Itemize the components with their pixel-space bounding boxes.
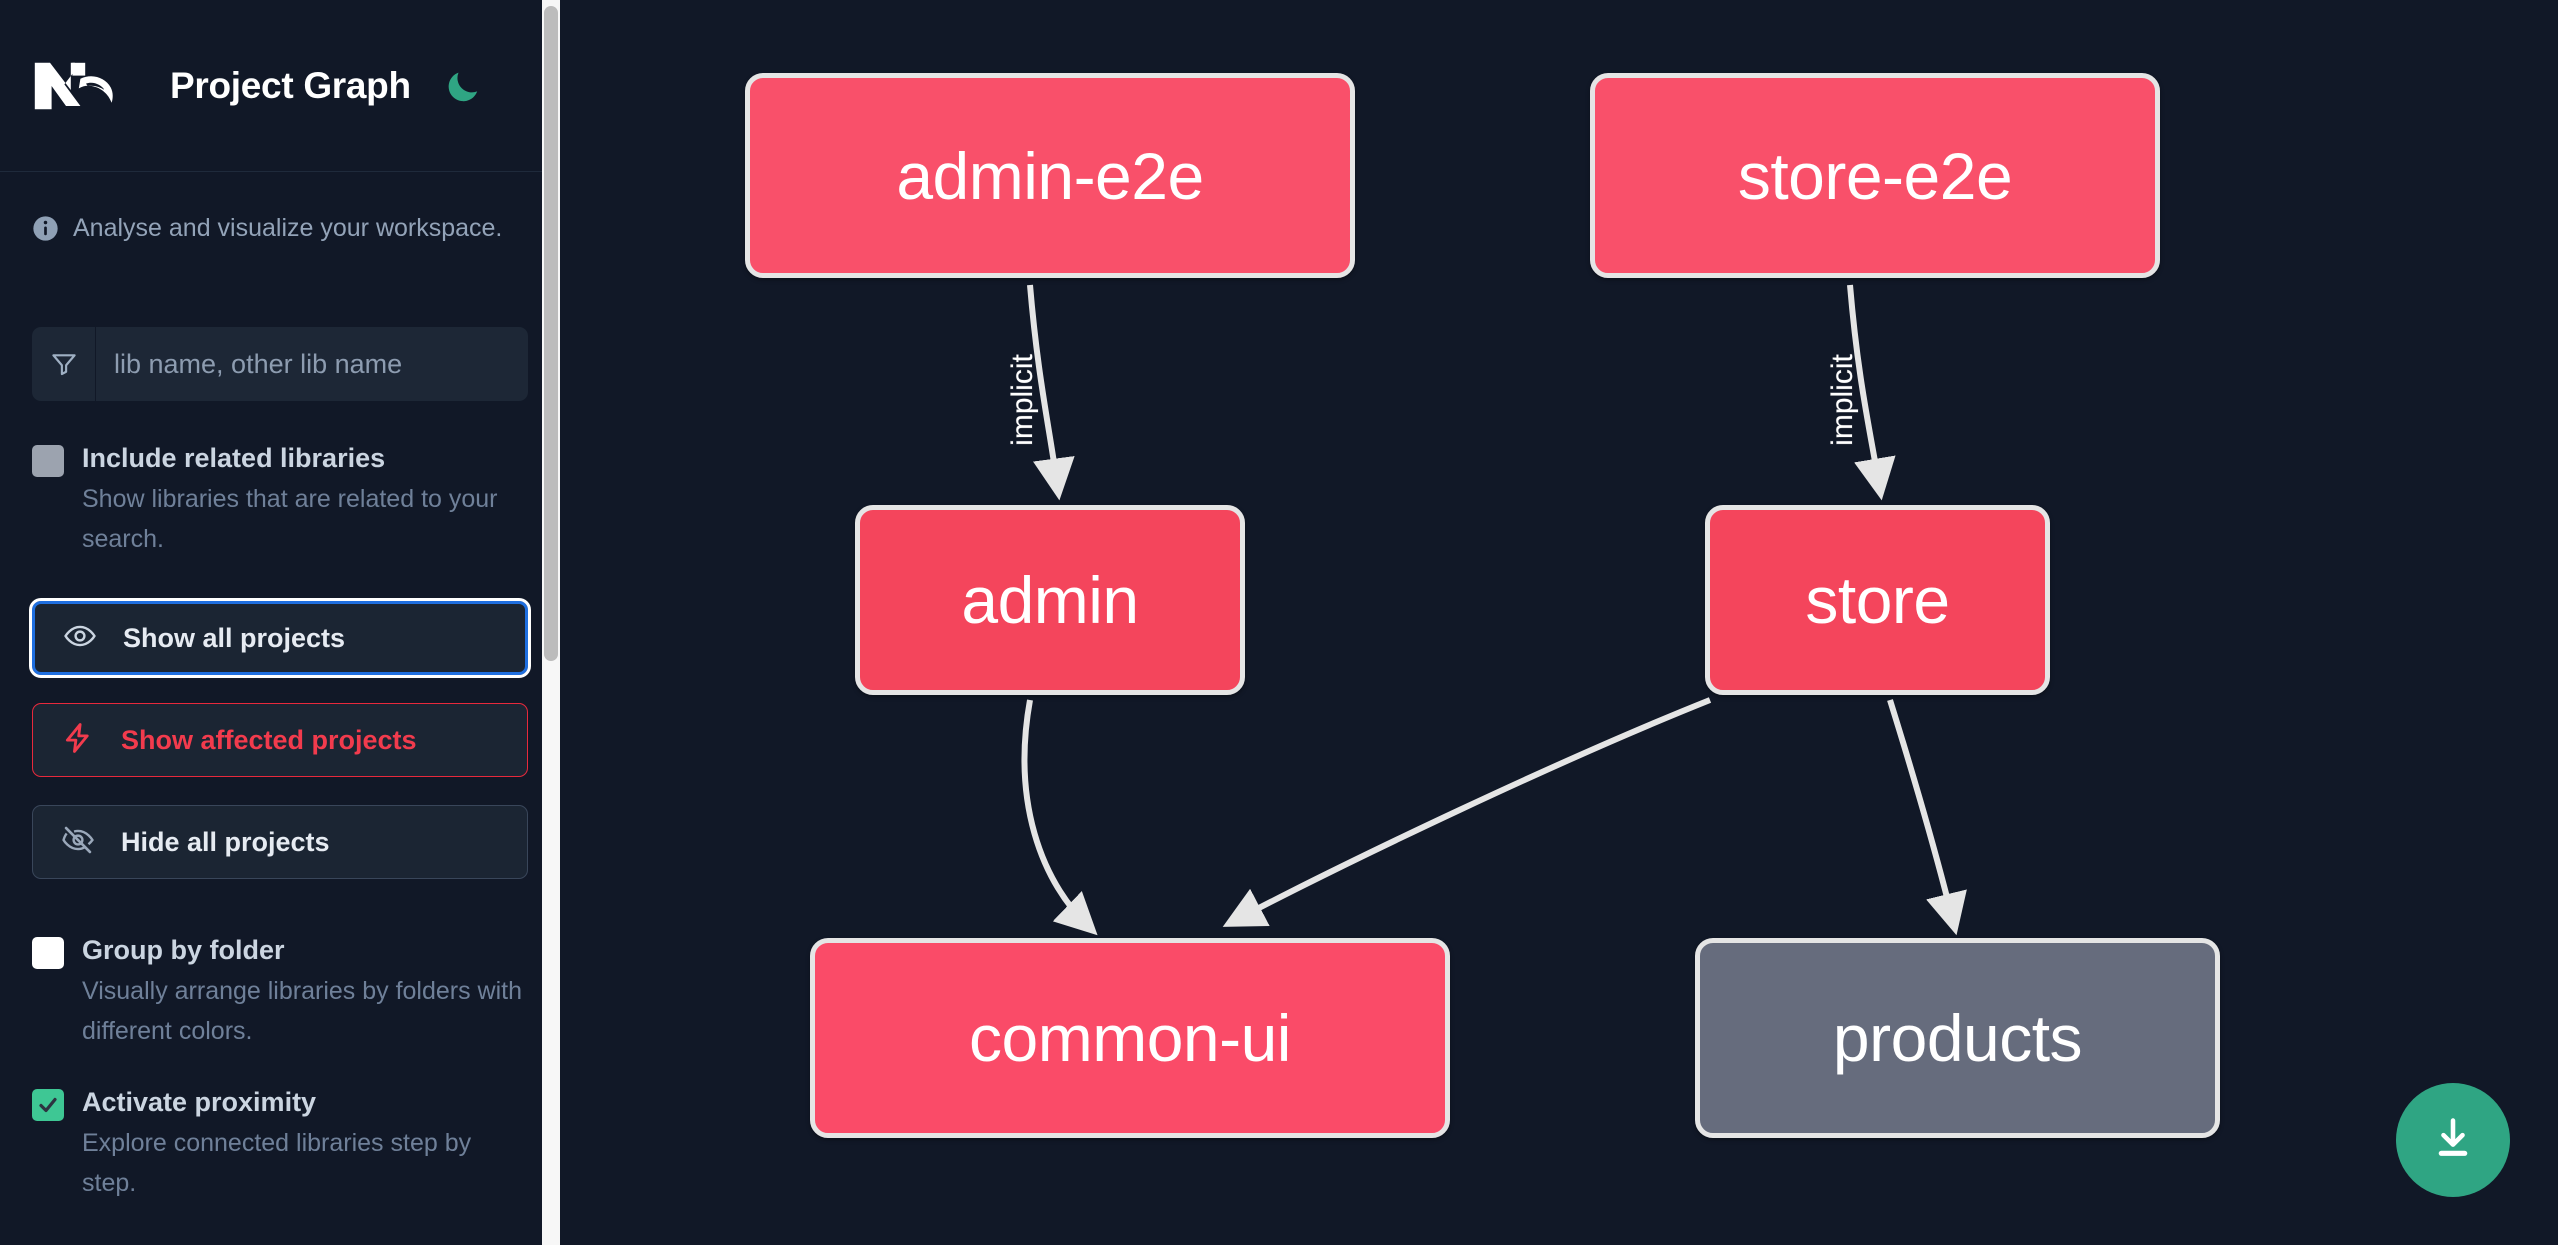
sidebar-body: Analyse and visualize your workspace. In…	[0, 214, 560, 1245]
sidebar-scrollbar[interactable]	[542, 0, 560, 1245]
moon-icon[interactable]	[441, 64, 485, 108]
button-label: Show affected projects	[121, 724, 417, 755]
edge-admin-common-ui	[1021, 699, 1098, 936]
node-label: products	[1832, 1001, 2083, 1075]
edge-admin-e2e-admin	[1027, 284, 1075, 501]
graph-node-common-ui[interactable]: common-ui	[810, 938, 1450, 1138]
option-label: Activate proximity	[82, 1087, 317, 1117]
edge-store-products	[1887, 699, 1967, 936]
option-include-related-libraries[interactable]: Include related libraries Show libraries…	[32, 441, 528, 559]
tagline-text: Analyse and visualize your workspace.	[73, 214, 503, 242]
option-group-by-folder[interactable]: Group by folder Visually arrange librari…	[32, 933, 528, 1051]
option-description: Explore connected libraries step by step…	[82, 1129, 472, 1197]
tagline: Analyse and visualize your workspace.	[32, 214, 528, 243]
option-activate-proximity[interactable]: Activate proximity Explore connected lib…	[32, 1085, 528, 1203]
download-button[interactable]	[2396, 1083, 2510, 1197]
edge-store-common-ui	[1222, 697, 1712, 927]
graph-node-store[interactable]: store	[1705, 505, 2050, 695]
sidebar: Project Graph Analyse and visualize your…	[0, 0, 560, 1245]
option-label: Group by folder	[82, 935, 285, 965]
filter-bar	[32, 327, 528, 401]
graph-node-store-e2e[interactable]: store-e2e	[1590, 73, 2160, 278]
option-label: Include related libraries	[82, 443, 386, 473]
checkbox-activate-proximity[interactable]	[32, 1089, 64, 1121]
nx-logo	[30, 51, 126, 121]
option-description: Visually arrange libraries by folders wi…	[82, 977, 523, 1045]
graph-node-admin[interactable]: admin	[855, 505, 1245, 695]
checkbox-include-related-libraries[interactable]	[32, 445, 64, 477]
edge-store-e2e-store	[1847, 284, 1896, 501]
button-label: Hide all projects	[121, 826, 330, 857]
show-all-projects-button[interactable]: Show all projects	[29, 598, 531, 678]
node-label: common-ui	[969, 1001, 1291, 1075]
node-label: store-e2e	[1737, 138, 2013, 213]
sidebar-scrollbar-thumb[interactable]	[544, 6, 558, 661]
eye-icon	[63, 619, 97, 658]
node-label: admin-e2e	[896, 138, 1204, 213]
option-description: Show libraries that are related to your …	[82, 485, 498, 553]
info-icon	[32, 215, 59, 242]
download-icon	[2427, 1113, 2479, 1168]
node-label: admin	[961, 563, 1139, 637]
sidebar-header: Project Graph	[0, 0, 560, 172]
lightning-bolt-icon	[61, 721, 95, 760]
page-title: Project Graph	[170, 64, 411, 106]
edge-label-implicit-admin: implicit	[1006, 354, 1039, 446]
funnel-icon	[32, 327, 96, 401]
show-affected-projects-button[interactable]: Show affected projects	[32, 703, 528, 777]
search-input[interactable]	[96, 327, 528, 401]
project-graph-canvas[interactable]: implicit implicit admin-e2e store-e2e ad…	[560, 0, 2558, 1245]
graph-node-admin-e2e[interactable]: admin-e2e	[745, 73, 1355, 278]
hide-all-projects-button[interactable]: Hide all projects	[32, 805, 528, 879]
checkbox-group-by-folder[interactable]	[32, 937, 64, 969]
edge-label-implicit-store: implicit	[1826, 354, 1859, 446]
eye-off-icon	[61, 823, 95, 862]
graph-edges: implicit implicit	[1006, 284, 1967, 936]
button-label: Show all projects	[123, 622, 346, 653]
graph-node-products[interactable]: products	[1695, 938, 2220, 1138]
node-label: store	[1805, 563, 1950, 637]
